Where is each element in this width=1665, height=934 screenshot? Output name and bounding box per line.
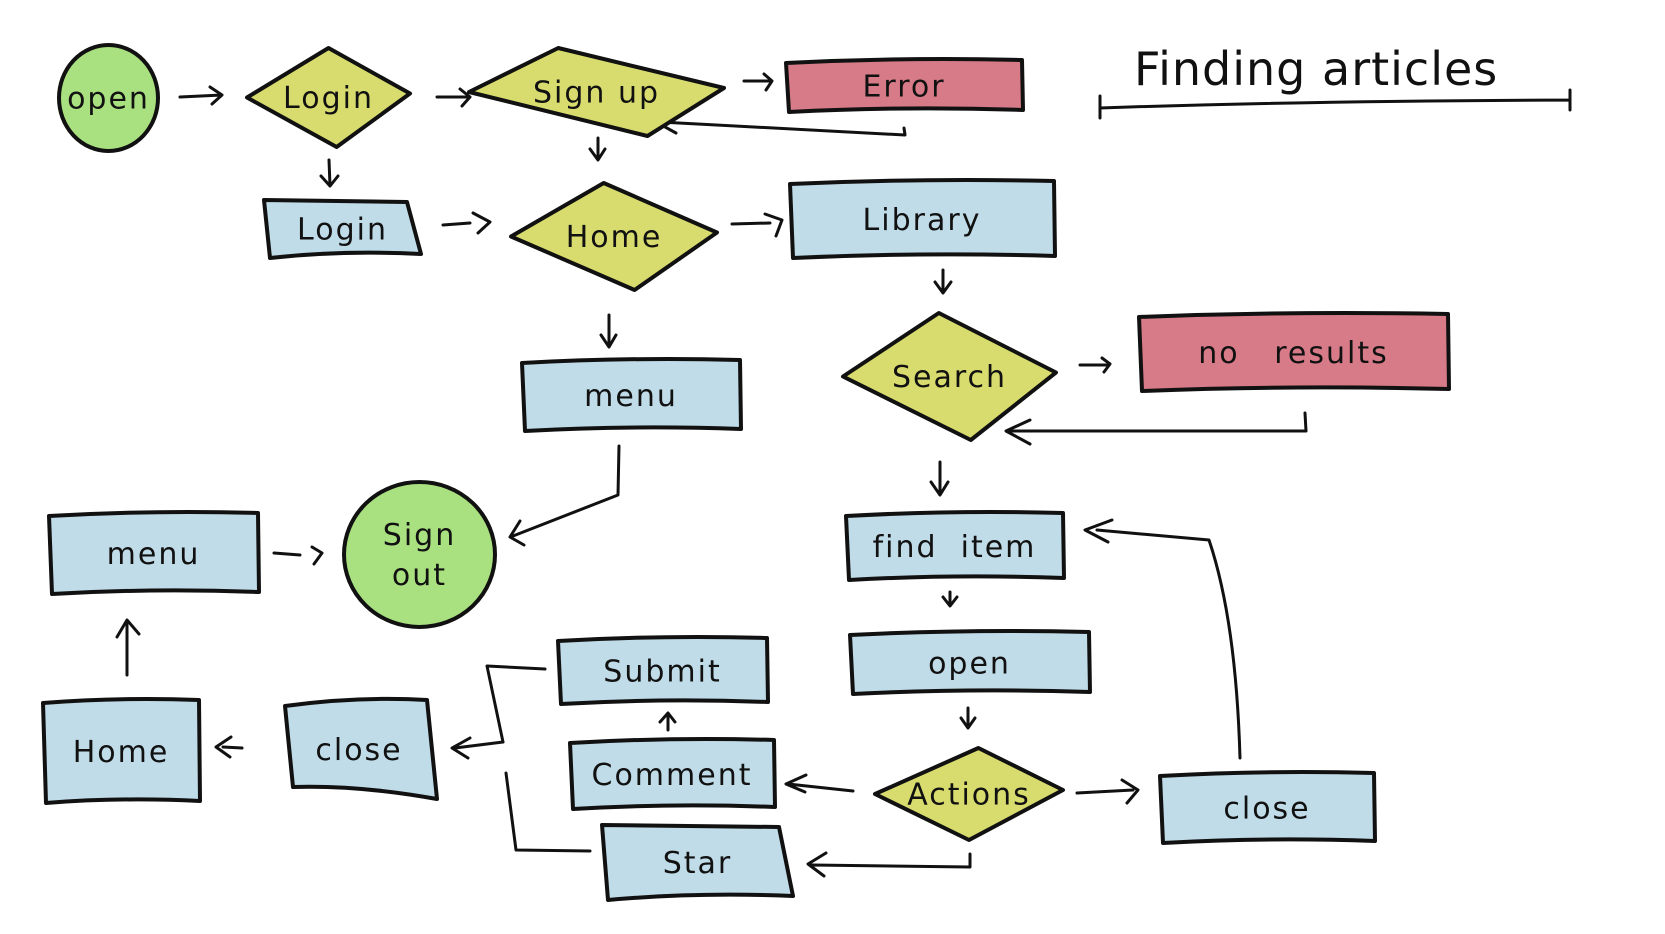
open-start-label: open <box>67 82 150 117</box>
search-decision-shape <box>841 311 1058 442</box>
node-comment: Comment <box>568 737 777 811</box>
open-item-shape <box>848 629 1092 696</box>
close-left-shape <box>283 696 439 801</box>
close-right-label: close <box>1223 792 1310 827</box>
edge-home-decision-to-library <box>730 212 784 238</box>
actions-decision-shape <box>873 746 1065 842</box>
edge-actions-decision-to-comment <box>784 773 855 794</box>
node-signup-decision: Sign up <box>467 46 726 138</box>
edge-star-to-close-left <box>504 771 592 853</box>
star-shape <box>600 823 795 902</box>
node-library: Library <box>788 178 1057 260</box>
login-process-label: Login <box>297 213 388 248</box>
node-home-decision: Home <box>509 181 719 292</box>
no-results-label: no results <box>1198 336 1388 371</box>
close-right-shape <box>1158 770 1377 845</box>
star-label: Star <box>663 846 733 881</box>
edge-open-start-to-login-decision <box>178 85 224 106</box>
edge-actions-decision-to-star <box>806 851 972 878</box>
login-decision-shape <box>245 46 412 149</box>
library-shape <box>788 178 1057 260</box>
library-label: Library <box>863 203 982 238</box>
node-find-item: find item <box>844 510 1066 582</box>
edge-menu-top-to-sign-out <box>508 444 621 547</box>
edge-signup-decision-to-home-decision <box>588 136 607 162</box>
submit-label: Submit <box>603 655 721 690</box>
edges-layer <box>115 72 1308 878</box>
error-label: Error <box>862 70 945 105</box>
node-search-decision: Search <box>841 311 1058 442</box>
menu-top-label: menu <box>584 379 678 414</box>
no-results-shape <box>1137 311 1451 393</box>
edge-search-decision-to-no-results <box>1078 356 1112 374</box>
submit-shape <box>556 635 770 706</box>
sign-out-label: out <box>392 558 447 593</box>
edge-comment-to-submit <box>658 711 677 732</box>
edge-error-to-signup-decision <box>654 112 907 137</box>
login-decision-label: Login <box>283 81 374 116</box>
node-star: Star <box>600 823 795 902</box>
edge-login-process-to-home-decision <box>441 211 492 235</box>
node-error: Error <box>784 57 1025 114</box>
diagram-title-text: Finding articles <box>1134 42 1498 96</box>
actions-decision-label: Actions <box>907 778 1031 813</box>
title-underline-arrow <box>1098 88 1572 120</box>
find-item-label: find item <box>873 530 1037 565</box>
comment-label: Comment <box>592 758 753 793</box>
edge-submit-to-close-left <box>485 664 547 744</box>
node-home-bottom: Home <box>41 697 202 805</box>
edge-login-decision-to-login-process <box>319 158 340 188</box>
edge-menu-left-to-sign-out <box>272 545 324 566</box>
node-actions-decision: Actions <box>873 746 1065 842</box>
login-process-shape <box>262 198 423 260</box>
edge-actions-decision-to-close-right <box>1075 778 1140 805</box>
menu-left-shape <box>47 510 261 596</box>
find-item-shape <box>844 510 1066 582</box>
node-menu-left: menu <box>47 510 261 596</box>
open-item-label: open <box>928 647 1011 682</box>
edge-find-item-to-open-item <box>941 590 959 608</box>
close-left-label: close <box>315 733 402 768</box>
edge-bracket-to-close-left-arrowhead <box>450 736 505 760</box>
node-close-left: close <box>283 696 439 801</box>
node-login-process: Login <box>262 198 423 260</box>
sign-out-shape <box>342 480 497 629</box>
edge-close-right-to-find-item <box>1083 518 1242 760</box>
edge-search-decision-to-find-item <box>929 460 950 497</box>
menu-top-shape <box>520 357 743 433</box>
home-decision-shape <box>509 181 719 292</box>
search-decision-label: Search <box>892 360 1007 395</box>
home-decision-label: Home <box>566 220 663 255</box>
node-open-start: open <box>57 43 160 153</box>
edge-close-left-to-home-bottom <box>214 735 244 759</box>
node-menu-top: menu <box>520 357 743 433</box>
edge-library-to-search-decision <box>933 268 953 295</box>
edge-open-item-to-actions-decision <box>959 706 977 730</box>
menu-left-label: menu <box>107 537 201 572</box>
node-close-right: close <box>1158 770 1377 845</box>
home-bottom-shape <box>41 697 202 805</box>
home-bottom-label: Home <box>73 735 170 770</box>
signup-decision-label: Sign up <box>533 76 660 111</box>
edge-home-decision-to-menu-top <box>599 313 618 349</box>
edge-signup-decision-to-error <box>742 72 774 92</box>
edge-login-decision-to-signup-decision <box>435 87 472 108</box>
node-open-item: open <box>848 629 1092 696</box>
comment-shape <box>568 737 777 811</box>
node-no-results: no results <box>1137 311 1451 393</box>
edge-no-results-to-search-decision <box>1004 411 1308 446</box>
signup-decision-shape <box>467 46 726 138</box>
error-shape <box>784 57 1025 114</box>
node-submit: Submit <box>556 635 770 706</box>
open-start-shape <box>57 43 160 153</box>
node-sign-out: Sign out <box>342 480 497 629</box>
edge-home-bottom-to-menu-left <box>115 618 141 677</box>
sign-out-label: Sign <box>383 518 456 553</box>
diagram-title: Finding articles <box>1098 42 1572 120</box>
node-login-decision: Login <box>245 46 412 149</box>
